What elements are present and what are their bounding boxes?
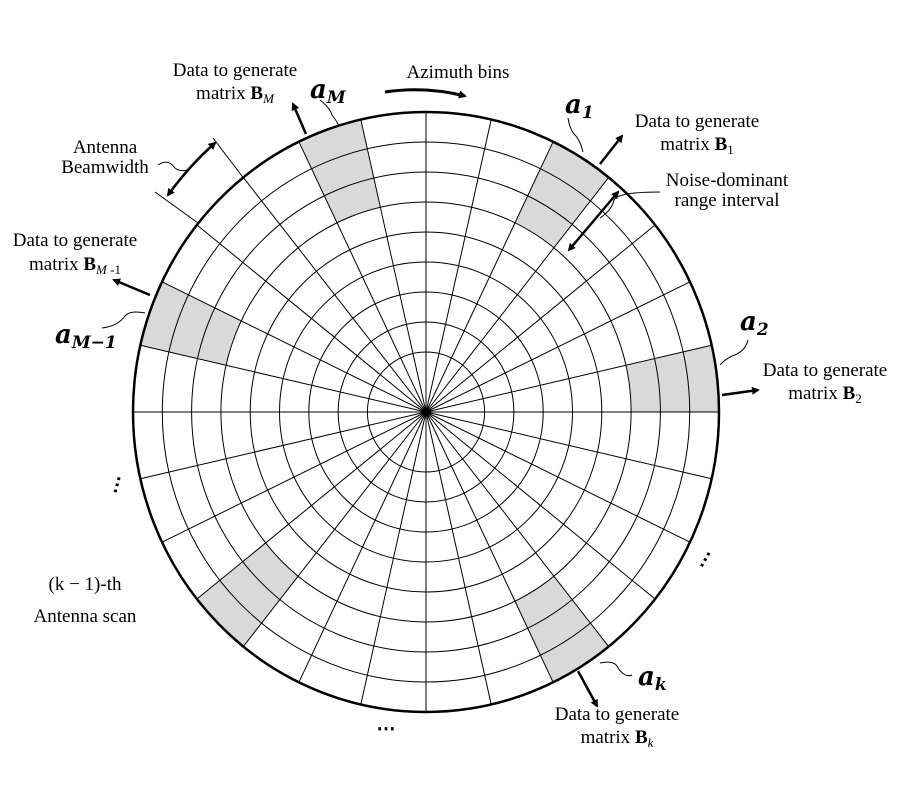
b2-label-line2: matrix B2 <box>788 383 862 406</box>
arrow-bm <box>291 102 308 135</box>
beamwidth-double-arrow <box>166 141 217 197</box>
azimuth-spoke <box>425 344 712 413</box>
arrow-bm1 <box>112 278 151 297</box>
azimuth-spoke <box>425 411 610 647</box>
azimuth-direction-arrow <box>384 88 467 99</box>
highlighted-cell-a_1 <box>514 195 573 248</box>
azimuth-spoke <box>425 411 691 543</box>
beamwidth-label-line1: Antenna <box>73 137 138 158</box>
azimuth-spoke <box>140 344 427 413</box>
azimuth-spoke <box>425 177 610 413</box>
b1-label-line1: Data to generate <box>635 111 759 132</box>
arrow-b2 <box>721 386 760 397</box>
noise-label-line1: Noise-dominant <box>666 170 789 191</box>
azimuth-spoke <box>425 411 554 683</box>
leader-lines <box>101 99 749 677</box>
azimuth-spoke <box>298 411 427 683</box>
bk-label-line1: Data to generate <box>555 704 679 725</box>
azimuth-spoke <box>140 411 427 480</box>
azimuth-spoke <box>425 411 656 600</box>
highlighted-cell-a_M-1 <box>140 281 189 352</box>
highlighted-cell-a_k <box>527 599 591 656</box>
highlighted-cell-previous-scan <box>196 580 262 647</box>
highlighted-cell-a_2 <box>683 345 719 412</box>
highlighted-cell-a_2 <box>654 351 690 412</box>
a-k-symbol: ak <box>638 662 667 695</box>
azimuth-spoke <box>425 411 492 705</box>
azimuth-spoke <box>196 224 427 413</box>
highlighted-cell-a_2 <box>625 358 661 412</box>
a-1-symbol: a1 <box>565 90 594 123</box>
bk-label-line2: matrix Bk <box>581 727 654 750</box>
highlighted-cell-a_1 <box>540 141 609 201</box>
azimuth-bins-label: Azimuth bins <box>407 62 510 83</box>
azimuth-spoke <box>360 411 427 705</box>
highlighted-cell-a_M <box>298 119 368 169</box>
beamwidth-label-line2: Beamwidth <box>61 157 149 178</box>
previous-scan-label-line2: Antenna scan <box>34 606 137 627</box>
azimuth-spoke <box>196 411 427 600</box>
bm1-label-line1: Data to generate <box>13 230 137 251</box>
highlighted-cell-previous-scan <box>242 542 299 600</box>
highlighted-cells <box>140 119 719 683</box>
azimuth-spoke <box>425 281 691 413</box>
highlighted-cell-a_M-1 <box>168 294 215 359</box>
previous-scan-label-line1: (k − 1)-th <box>49 574 122 595</box>
bm1-label-line2: matrix BM -1 <box>29 254 121 277</box>
noise-label-line2: range interval <box>675 190 780 211</box>
azimuth-spoke <box>425 411 712 480</box>
highlighted-cell-a_M <box>311 148 374 196</box>
a-m-symbol: aM <box>310 75 347 108</box>
highlighted-cell-a_k <box>514 576 573 629</box>
azimuth-spoke <box>425 141 554 413</box>
azimuth-spoke <box>242 177 427 413</box>
a-m1-symbol: aM−1 <box>55 320 117 353</box>
highlighted-cell-a_k <box>540 623 609 683</box>
azimuth-spoke <box>161 411 427 543</box>
b1-label-line2: matrix B1 <box>660 134 734 157</box>
bm-label-line1: Data to generate <box>173 60 297 81</box>
beamwidth-guide-line <box>212 137 246 181</box>
azimuth-spoke <box>360 119 427 413</box>
azimuth-spoke <box>425 224 656 413</box>
ellipsis-left: ⋯ <box>105 473 130 497</box>
a-2-symbol: a2 <box>740 307 769 340</box>
beamwidth-guide-line <box>154 191 199 224</box>
highlighted-cell-a_M-1 <box>197 307 242 366</box>
azimuth-spoke <box>242 411 427 647</box>
azimuth-spoke <box>298 141 427 413</box>
azimuth-spoke <box>161 281 427 413</box>
noise-interval-double-arrow <box>567 190 620 252</box>
arrow-b1 <box>599 134 624 165</box>
highlighted-cell-a_M <box>324 178 381 223</box>
arrow-bk <box>576 670 599 708</box>
b2-label-line1: Data to generate <box>763 360 887 381</box>
bm-label-line2: matrix BM <box>196 83 275 106</box>
highlighted-cell-previous-scan <box>219 561 280 624</box>
azimuth-spoke <box>425 119 492 413</box>
ellipsis-right: ⋯ <box>692 546 720 573</box>
ellipsis-bottom: ⋯ <box>377 719 396 740</box>
polar-grid <box>131 110 721 714</box>
